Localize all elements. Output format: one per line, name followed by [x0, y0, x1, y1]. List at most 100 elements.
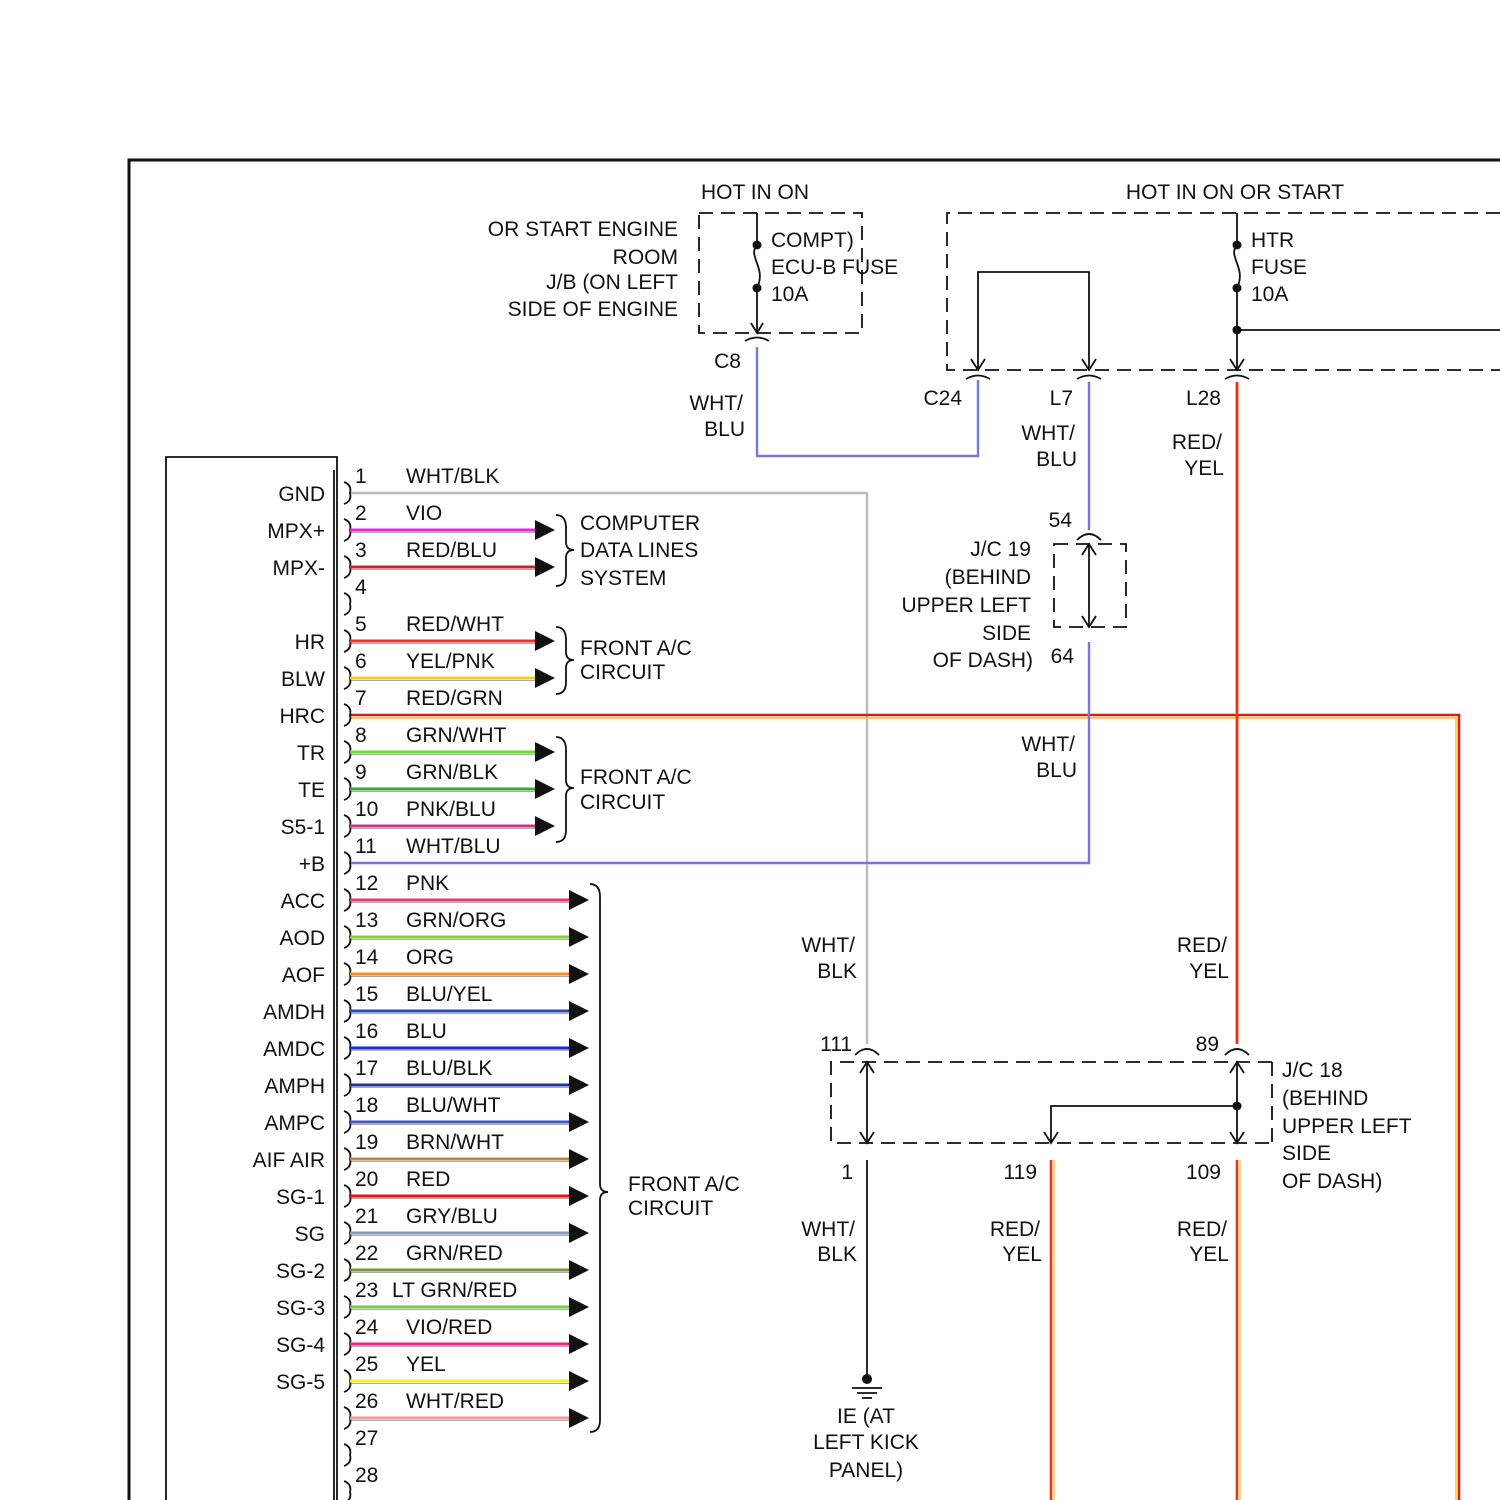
c8-wire-color-2: BLU [704, 418, 745, 441]
pin-signal-name: MPX+ [267, 520, 325, 543]
pin-number: 6 [355, 650, 367, 673]
pin-bracket [344, 852, 350, 874]
jc18: 111 89 J/C 18 (BEHIND UPPER LEFT SIDE OF… [801, 934, 1411, 1266]
pin-number: 22 [355, 1242, 378, 1265]
l7-wire-color-1: WHT/ [1021, 422, 1075, 445]
jc18-below-mid-wire-1: RED/ [990, 1218, 1040, 1241]
pin-bracket [344, 1111, 350, 1133]
group-front-ac-3: FRONT A/C CIRCUIT [590, 884, 740, 1432]
jc19-label-line-5: OF DASH) [933, 649, 1033, 672]
front-ac-3-line-2: CIRCUIT [628, 1197, 713, 1220]
jc18-below-mid-wire-2: YEL [1002, 1243, 1042, 1266]
pin-wire-color-label: GRY/BLU [406, 1205, 498, 1228]
pin-number: 27 [355, 1427, 378, 1450]
pin-wire-color-label: WHT/RED [406, 1390, 504, 1413]
pin-signal-name: ACC [281, 890, 325, 913]
pin-wire-color-label: BLU [406, 1020, 447, 1043]
pin-signal-name: TE [298, 779, 325, 802]
arrow-right-icon [569, 1112, 589, 1132]
arrow-right-icon [535, 816, 555, 836]
pin-wire-color-label: RED/BLU [406, 539, 497, 562]
pin-bracket [344, 519, 350, 541]
pin-number: 4 [355, 576, 367, 599]
pin-wire-color-label: GRN/WHT [406, 724, 506, 747]
arrow-right-icon [569, 1075, 589, 1095]
jc18-pin-111: 111 [820, 1033, 852, 1056]
pin-number: 24 [355, 1316, 379, 1339]
jc18-label-line-3: UPPER LEFT [1282, 1115, 1412, 1138]
arrow-right-icon [535, 557, 555, 577]
ground-icon [852, 1374, 882, 1398]
jb-location-line-2: ROOM [613, 246, 678, 269]
pin-signal-name: HRC [280, 705, 326, 728]
pin-bracket [344, 963, 350, 985]
pin-number: 23 [355, 1279, 378, 1302]
arrow-right-icon [535, 779, 555, 799]
pin-bracket [344, 1074, 350, 1096]
pin-number: 2 [355, 502, 367, 525]
jc19-box [1054, 544, 1126, 627]
pin-wire-color-label: ORG [406, 946, 454, 969]
pin-number: 19 [355, 1131, 378, 1154]
pin-signal-name: AMDC [263, 1038, 325, 1061]
arrow-right-icon [569, 1038, 589, 1058]
pin-number: 14 [355, 946, 379, 969]
l7-wire-color-2: BLU [1036, 448, 1077, 471]
arrow-right-icon [569, 927, 589, 947]
connector-c24: C24 [923, 387, 962, 410]
pin-rows: 1GNDWHT/BLK2MPX+VIO3MPX-RED/BLU45HRRED/W… [253, 465, 589, 1500]
arrow-right-icon [535, 520, 555, 540]
jc19-label-line-3: UPPER LEFT [901, 594, 1031, 617]
pin-signal-name: SG-2 [276, 1260, 325, 1283]
pin-wire-color-label: RED [406, 1168, 450, 1191]
pin-bracket [344, 630, 350, 652]
htr-hot-label: HOT IN ON OR START [1126, 181, 1344, 204]
pin-bracket [344, 1296, 350, 1318]
jb-location-line-4: SIDE OF ENGINE [508, 298, 678, 321]
engine-room-jb: HOT IN ON OR START ENGINE ROOM J/B (ON L… [488, 181, 898, 441]
jc19-pin-64: 64 [1051, 645, 1075, 668]
pin-wire-color-label: RED/GRN [406, 687, 503, 710]
pin-bracket [344, 1407, 350, 1429]
pin-bracket [344, 1222, 350, 1244]
jc18-above-right-wire-1: RED/ [1177, 934, 1227, 957]
jc18-above-left-wire-1: WHT/ [801, 934, 855, 957]
jc19-pin-54: 54 [1049, 509, 1073, 532]
arrow-right-icon [569, 890, 589, 910]
pin-signal-name: TR [297, 742, 325, 765]
jc19: 54 64 J/C 19 (BEHIND UPPER LEFT SIDE OF … [901, 382, 1126, 782]
pin-wire-color-label: GRN/BLK [406, 761, 498, 784]
pin-wire-color-label: PNK/BLU [406, 798, 496, 821]
pin-bracket [344, 1000, 350, 1022]
pin-bracket [344, 1333, 350, 1355]
group-computer-data: COMPUTER DATA LINES SYSTEM [556, 512, 700, 590]
jc18-label-line-2: (BEHIND [1282, 1087, 1368, 1110]
connector-l7: L7 [1050, 387, 1073, 410]
pin-signal-name: AIF AIR [253, 1149, 325, 1172]
jc18-above-left-wire-2: BLK [817, 960, 857, 983]
arrow-right-icon [569, 1001, 589, 1021]
pin-wire-color-label: PNK [406, 872, 449, 895]
front-ac-2-line-1: FRONT A/C [580, 766, 692, 789]
pin-wire-color-label: BLU/WHT [406, 1094, 501, 1117]
ecu-b-fuse-line-3: 10A [771, 283, 808, 306]
pin-signal-name: AMDH [263, 1001, 325, 1024]
pin-wire-color-label: LT GRN/RED [392, 1279, 517, 1302]
pin-number: 12 [355, 872, 378, 895]
pin-number: 11 [355, 835, 377, 858]
jc19-lower-wire-color-1: WHT/ [1021, 733, 1075, 756]
jc18-below-left-wire-1: WHT/ [801, 1218, 855, 1241]
jc19-lower-wire-color-2: BLU [1036, 759, 1077, 782]
pin-number: 18 [355, 1094, 378, 1117]
arrow-right-icon [569, 1297, 589, 1317]
pin-bracket [344, 1259, 350, 1281]
htr-jb-box [947, 213, 1500, 370]
group-front-ac-1: FRONT A/C CIRCUIT [556, 627, 692, 694]
pin-signal-name: AMPC [264, 1112, 325, 1135]
pin-bracket [344, 1370, 350, 1392]
pin-bracket [344, 1444, 350, 1466]
fuse-symbol [754, 245, 760, 288]
pin-bracket [344, 667, 350, 689]
pin-signal-name: MPX- [273, 557, 326, 580]
